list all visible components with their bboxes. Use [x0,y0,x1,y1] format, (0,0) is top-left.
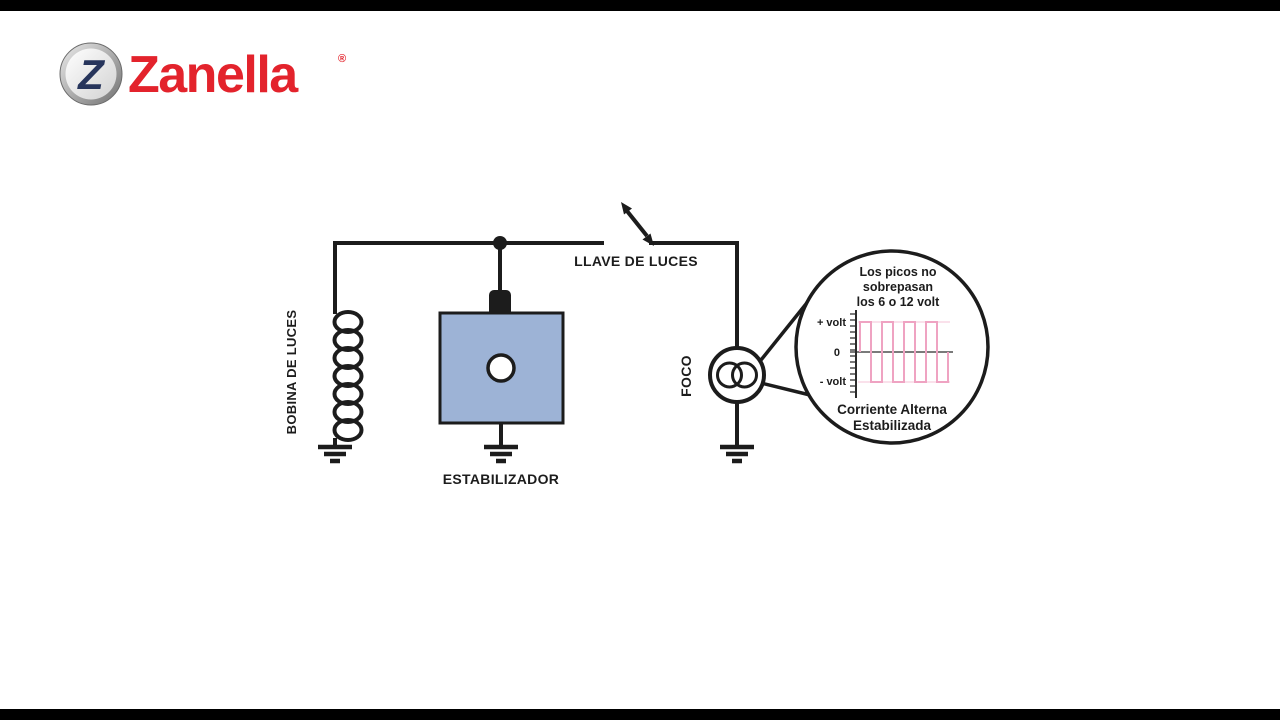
letterbox-top [0,0,1280,11]
inset-note-line-2: sobrepasan [863,280,933,294]
bulb-filament-left [716,361,743,389]
axis-label-zero: 0 [834,347,840,359]
inset-note-line-1: Los picos no [859,265,936,279]
bulb-filament-right [731,361,758,389]
brand-logo: Z Zanella ® [59,42,346,106]
zoom-line-upper [759,297,812,362]
switch-label: LLAVE DE LUCES [574,253,698,269]
inset-note-line-3: los 6 o 12 volt [857,295,941,309]
axis-label-positive: + volt [817,317,846,329]
registered-mark: ® [338,53,346,65]
bulb-outline [708,346,766,404]
switch-blade [625,209,649,238]
stabilizer-label: ESTABILIZADOR [443,471,559,487]
bulb-label: FOCO [678,355,694,397]
square-wave [859,321,949,383]
waveform-plot: Los picos no sobrepasan los 6 o 12 volt … [817,265,953,433]
inset-caption-line-2: Estabilizada [853,418,932,433]
switch-arrow-tip-icon [621,202,632,215]
coil-symbol [332,310,364,442]
switch-arrow-base-icon [642,233,654,246]
brand-wordmark: Zanella [128,46,299,104]
axis-ticks [850,313,856,393]
letterbox-bottom [0,709,1280,720]
axis-label-negative: - volt [820,376,847,388]
junction-dot [493,236,507,250]
ground-symbol-stabilizer [484,444,518,464]
ground-symbol-bulb [720,444,754,464]
badge-letter: Z [77,51,105,98]
stabilizer-terminal [489,290,511,317]
zanella-badge-face [65,48,117,100]
stabilizer-hole [486,353,516,383]
inset-caption-line-1: Corriente Alterna [837,402,947,417]
ground-symbol-coil [318,444,352,464]
zoom-line-lower [760,381,811,397]
switch-symbol [621,202,654,246]
coil-label: BOBINA DE LUCES [284,310,299,435]
bulb-symbol [708,346,766,404]
